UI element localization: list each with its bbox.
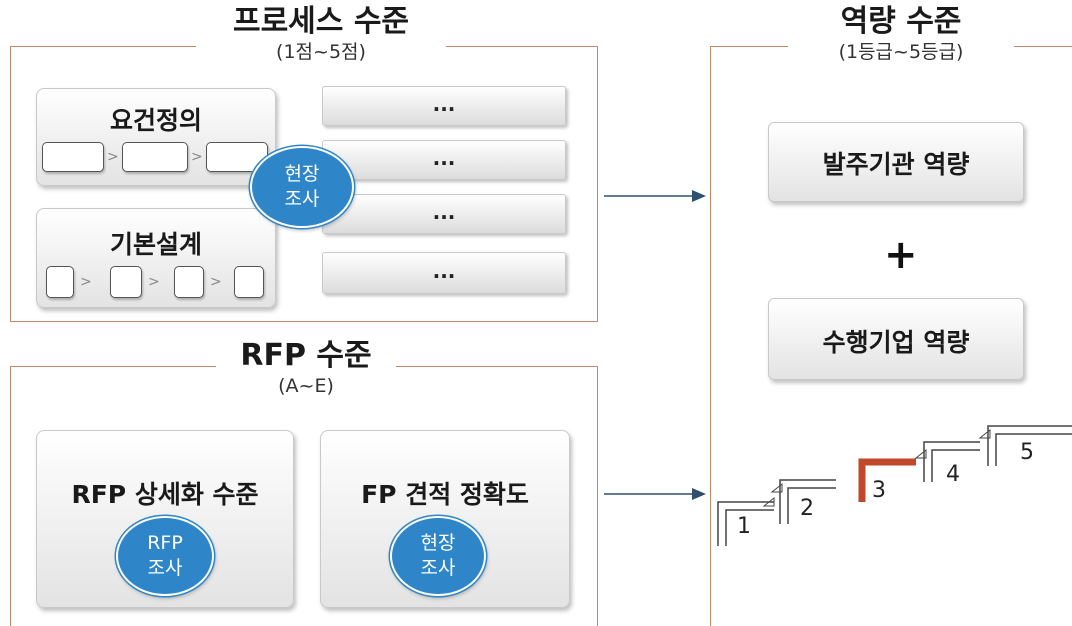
capability-level-heading: 역량 수준 (1등급~5등급) [788, 4, 1014, 64]
level-4-label: 4 [946, 462, 960, 487]
stair-step-5 [987, 425, 1072, 466]
capability-level-range: (1등급~5등급) [838, 41, 964, 63]
ellipsis-bar: ... [322, 194, 566, 234]
rfp-survey-badge: RFP 조사 [116, 516, 214, 596]
level-staircase [717, 425, 1072, 546]
stair-pointer-4 [978, 428, 991, 439]
stair-step-2 [779, 479, 836, 524]
level-1-label: 1 [737, 514, 751, 539]
ellipsis-text: ... [432, 92, 456, 116]
fp-survey-line1: 현장 [420, 532, 456, 554]
ellipsis-bar: ... [322, 86, 566, 126]
level-3-label: 3 [872, 478, 886, 503]
requirements-step [42, 142, 104, 172]
level-2-label: 2 [800, 496, 814, 521]
rfp-level-heading: RFP 수준 (A~E) [216, 338, 396, 398]
step-arrow-icon: > [210, 274, 222, 290]
level-5-label: 5 [1020, 440, 1034, 465]
stair-step-3 [858, 458, 916, 502]
step-arrow-icon: > [80, 274, 92, 290]
ellipsis-text: ... [432, 259, 456, 283]
contractor-capability-label: 수행기업 역량 [822, 328, 970, 357]
fp-survey-line2: 조사 [420, 557, 456, 579]
step-arrow-icon: > [148, 274, 160, 290]
stair-step-1-inner [725, 509, 774, 546]
step-arrow-icon: > [191, 149, 203, 165]
rfp-level-title: RFP 수준 [240, 338, 372, 373]
stair-step-2-inner [787, 487, 836, 524]
stair-pointer-1 [762, 496, 775, 507]
process-level-title: 프로세스 수준 [232, 4, 410, 39]
ellipsis-bar: ... [322, 140, 566, 180]
rfp-to-capability-arrow [604, 488, 706, 500]
basic-design-step [234, 266, 264, 298]
contractor-capability-box: 수행기업 역량 [768, 298, 1024, 380]
basic-design-label: 기본설계 [109, 230, 202, 259]
stair-step-1 [717, 501, 774, 546]
site-survey-badge: 현장 조사 [250, 146, 354, 228]
rfp-level-range: (A~E) [278, 375, 334, 397]
orderer-capability-label: 발주기관 역량 [822, 150, 970, 179]
plus-sign: + [884, 232, 918, 278]
capability-level-title: 역량 수준 [840, 4, 962, 39]
process-level-range: (1점~5점) [276, 41, 366, 63]
ellipsis-bar: ... [322, 252, 566, 294]
stair-step-4 [923, 441, 980, 482]
process-level-heading: 프로세스 수준 (1점~5점) [196, 4, 446, 64]
requirements-label: 요건정의 [109, 106, 202, 135]
fp-survey-badge: 현장 조사 [390, 516, 486, 596]
basic-design-step [174, 266, 204, 298]
requirements-step [122, 142, 188, 172]
stair-pointer-2 [770, 482, 783, 493]
basic-design-step [46, 266, 74, 298]
orderer-capability-box: 발주기관 역량 [768, 122, 1024, 202]
site-survey-line2: 조사 [284, 188, 320, 210]
stair-step-4-inner [931, 449, 980, 482]
basic-design-step [110, 266, 142, 298]
rfp-survey-line2: 조사 [147, 557, 183, 579]
process-to-capability-arrow [604, 190, 706, 202]
ellipsis-text: ... [432, 200, 456, 224]
stair-pointer-3 [914, 448, 927, 459]
rfp-survey-line1: RFP [147, 532, 183, 554]
step-arrow-icon: > [107, 149, 119, 165]
fp-accuracy-label: FP 견적 정확도 [361, 480, 529, 509]
ellipsis-text: ... [432, 146, 456, 170]
rfp-detail-label: RFP 상세화 수준 [71, 480, 259, 509]
stair-step-5-inner [995, 433, 1072, 466]
site-survey-line1: 현장 [284, 163, 320, 185]
